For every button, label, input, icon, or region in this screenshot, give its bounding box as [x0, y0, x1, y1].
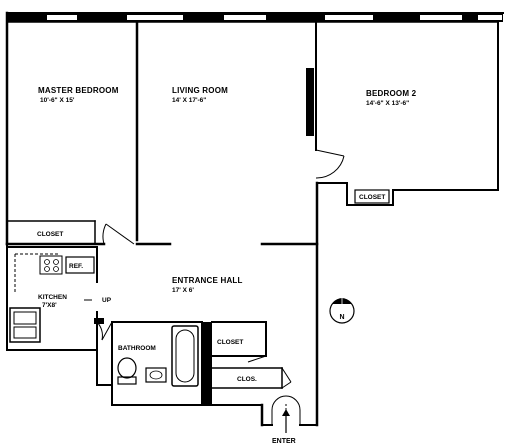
up-label: UP: [102, 297, 112, 304]
door-bedroom2: [315, 149, 345, 179]
master-closet-label: CLOSET: [37, 231, 63, 238]
wall-thick-segment: [306, 68, 314, 136]
kitchen-counter: [14, 253, 60, 292]
door-hall-closet: [247, 355, 267, 363]
exterior-left-wall: [5, 11, 263, 406]
door-bathroom: [96, 321, 113, 341]
toilet-icon: [117, 357, 137, 385]
bedroom2-name: BEDROOM 2: [366, 89, 417, 98]
hall-closet-label: CLOSET: [217, 339, 243, 346]
bathroom-name: BATHROOM: [118, 345, 156, 352]
exterior-top-wall: [6, 12, 504, 23]
master-bedroom-dims: 10'-6" x 15': [40, 97, 75, 104]
walls: [5, 11, 504, 427]
refrigerator-label: REF.: [69, 263, 83, 270]
stove-icon: [39, 255, 63, 275]
kitchen-sink-icon: [9, 307, 41, 343]
exterior-right-wall: [299, 21, 499, 427]
door-master-bedroom: [102, 223, 135, 245]
north-arrow-icon: N: [329, 294, 355, 324]
refrigerator-icon: [65, 256, 95, 274]
living-room-dims: 14' x 17'-6": [172, 97, 206, 104]
entrance-hall-name: ENTRANCE HALL: [172, 276, 243, 285]
doors: [96, 149, 345, 425]
entry-arrow-icon: [282, 409, 290, 433]
living-room-name: LIVING ROOM: [172, 86, 228, 95]
north-label: N: [339, 314, 344, 321]
wall-hall-closet-frame: [202, 322, 212, 405]
bedroom2-closet-label: CLOSET: [359, 194, 385, 201]
kitchen-dims: 7'x8': [42, 302, 57, 309]
entry-label: ENTER: [272, 438, 296, 445]
door-small-closet: [281, 367, 292, 389]
small-closet-label: CLOS.: [237, 376, 257, 383]
wall-kitchen-stub: [94, 318, 104, 324]
entrance-hall-dims: 17' x 6': [172, 287, 194, 294]
master-bedroom-name: MASTER BEDROOM: [38, 86, 119, 95]
kitchen-name: KITCHEN: [38, 294, 67, 301]
bedroom2-dims: 14'-6" x 13'-6": [366, 100, 409, 107]
bedroom2-closet-box: [354, 189, 390, 204]
bath-sink-icon: [145, 367, 167, 383]
fixtures: [9, 189, 390, 387]
bathtub-icon: [171, 325, 199, 387]
labels: MASTER BEDROOM 10'-6" x 15' LIVING ROOM …: [37, 86, 417, 445]
